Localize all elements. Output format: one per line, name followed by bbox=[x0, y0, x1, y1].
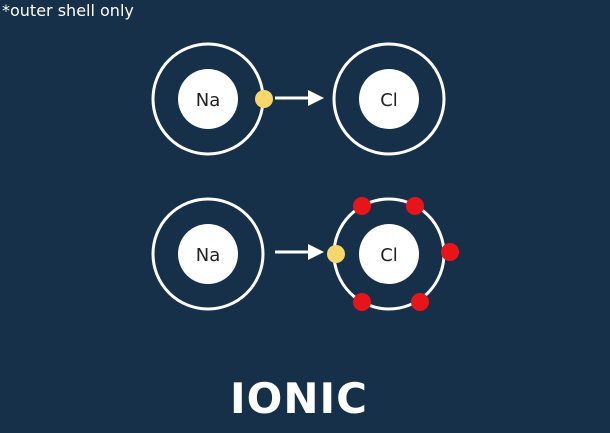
sodium-nucleus bbox=[178, 69, 238, 129]
sodium-atom: Na bbox=[151, 197, 265, 311]
sodium-nucleus bbox=[178, 224, 238, 284]
row-after-transfer: Na Cl bbox=[151, 197, 459, 311]
chlorine-electron bbox=[353, 197, 371, 215]
bond-type-title: IONIC bbox=[230, 374, 368, 423]
chlorine-symbol: Cl bbox=[380, 245, 398, 266]
transfer-arrow bbox=[275, 90, 324, 106]
sodium-atom: Na bbox=[151, 42, 273, 156]
chlorine-electron bbox=[353, 293, 371, 311]
arrow-head bbox=[308, 90, 324, 106]
chlorine-electron bbox=[406, 197, 424, 215]
sodium-symbol: Na bbox=[196, 90, 221, 111]
outer-shell-note: *outer shell only bbox=[2, 1, 134, 20]
arrow-head bbox=[308, 244, 324, 260]
chlorine-outer-shell bbox=[332, 42, 446, 156]
chlorine-nucleus bbox=[359, 69, 419, 129]
chlorine-electron bbox=[441, 243, 459, 261]
chlorine-nucleus bbox=[359, 224, 419, 284]
row-before-transfer: Na Cl bbox=[151, 42, 446, 156]
transfer-arrow bbox=[275, 244, 324, 260]
sodium-symbol: Na bbox=[196, 245, 221, 266]
sodium-outer-shell bbox=[151, 197, 265, 311]
chlorine-atom: Cl bbox=[332, 42, 446, 156]
chlorine-electron bbox=[411, 293, 429, 311]
chlorine-atom: Cl bbox=[327, 197, 459, 311]
gained-electron bbox=[327, 245, 345, 263]
transferring-electron bbox=[255, 90, 273, 108]
chlorine-symbol: Cl bbox=[380, 90, 398, 111]
